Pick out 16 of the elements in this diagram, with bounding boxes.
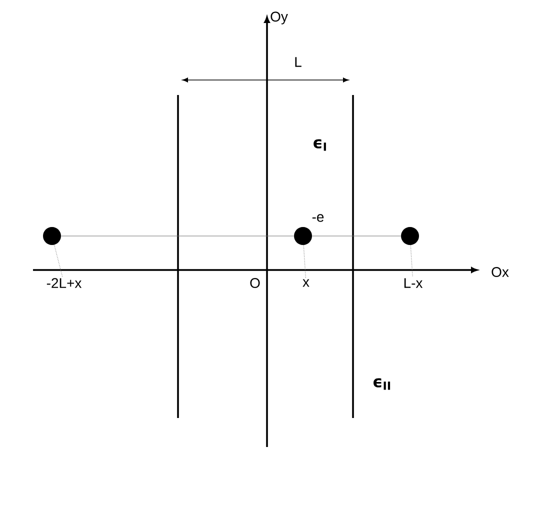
projection-line	[54, 244, 63, 278]
coordinate-label: x	[302, 279, 310, 287]
permittivity-label: ϵ$_{I}$	[314, 139, 326, 151]
charge-dot	[401, 227, 419, 245]
coordinate-label: -2L+x	[46, 278, 82, 288]
axis-label: L	[295, 57, 302, 67]
charge-label: -e	[312, 214, 324, 222]
axis-label: O	[250, 278, 260, 288]
axis-label: Oy	[270, 12, 288, 24]
coordinate-label: L-x	[404, 278, 423, 288]
charge-dot	[294, 227, 312, 245]
projection-line	[410, 244, 413, 278]
axis-label: Ox	[492, 267, 509, 277]
charge-dot	[43, 227, 61, 245]
permittivity-label: ϵ$_{II}$	[374, 378, 390, 390]
projection-line	[303, 244, 306, 278]
